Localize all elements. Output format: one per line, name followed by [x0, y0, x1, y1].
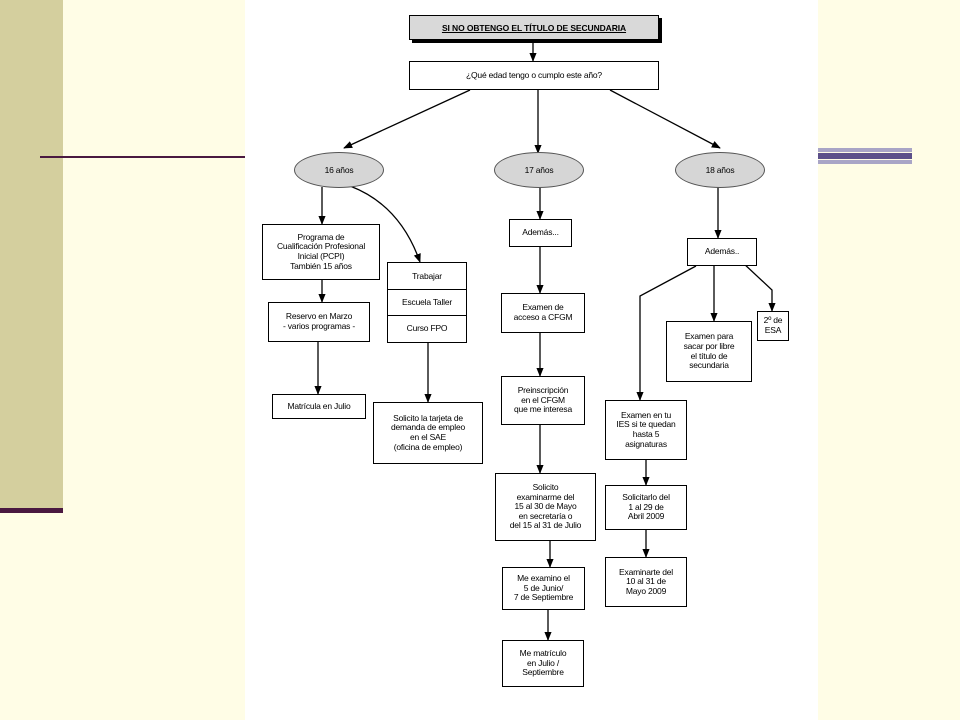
reserva-box: Reservo en Marzo - varios programas -: [268, 302, 370, 342]
ademas-17-box: Además...: [509, 219, 572, 247]
me-examino-box: Me examino el 5 de Junio/ 7 de Septiembr…: [502, 567, 585, 610]
diagram-title: SI NO OBTENGO EL TÍTULO DE SECUNDARIA: [409, 15, 659, 40]
age-16-node: 16 años: [294, 152, 384, 188]
left-divider-rule: [40, 156, 245, 158]
examen-cfgm-box: Examen de acceso a CFGM: [501, 293, 585, 333]
option-curso-fpo: Curso FPO: [406, 322, 448, 333]
solicito-examen-box: Solicito examinarme del 15 al 30 de Mayo…: [495, 473, 596, 541]
edge-question-16: [343, 89, 471, 149]
solicitarlo-box: Solicitarlo del 1 al 29 de Abril 2009: [605, 485, 687, 530]
examen-ies-box: Examen en tu IES si te quedan hasta 5 as…: [605, 400, 687, 460]
ademas-18-box: Además..: [687, 238, 757, 266]
matricula-julio-box: Matrícula en Julio: [272, 394, 366, 419]
age-18-node: 18 años: [675, 152, 765, 188]
edge-ademas18-esa: [741, 261, 776, 312]
pcpi-box: Programa de Cualificación Profesional In…: [262, 224, 380, 280]
options-stack: Trabajar Escuela Taller Curso FPO: [387, 262, 467, 343]
examen-libre-box: Examen para sacar por libre el título de…: [666, 321, 752, 382]
edge-question-18: [609, 89, 721, 149]
option-trabajar: Trabajar: [388, 264, 466, 290]
preinscripcion-box: Preinscripción en el CFGM que me interes…: [501, 376, 585, 425]
question-box: ¿Qué edad tengo o cumplo este año?: [409, 61, 659, 90]
left-accent-bar: [0, 0, 63, 508]
me-matriculo-box: Me matrículo en Julio / Septiembre: [502, 640, 584, 687]
right-divider-rule: [818, 148, 912, 166]
edge-16-options: [349, 185, 421, 263]
edge-ademas18-ies: [636, 265, 697, 401]
esa-box: 2º de ESA: [757, 311, 789, 341]
option-escuela-taller: Escuela Taller: [388, 290, 466, 316]
examinarte-box: Examinarte del 10 al 31 de Mayo 2009: [605, 557, 687, 607]
left-accent-underline: [0, 508, 63, 513]
tarjeta-empleo-box: Solicito la tarjeta de demanda de empleo…: [373, 402, 483, 464]
age-17-node: 17 años: [494, 152, 584, 188]
